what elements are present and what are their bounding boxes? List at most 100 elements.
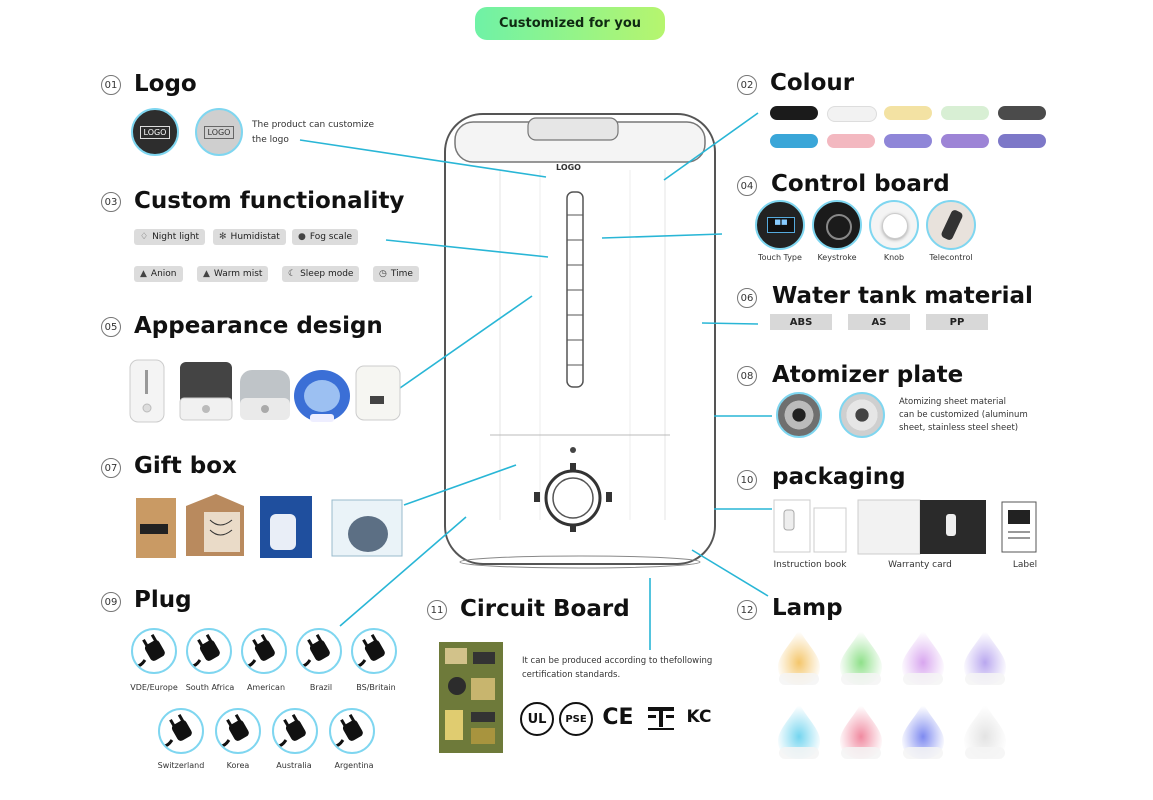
- plug-icon: [296, 628, 342, 674]
- logo-description-line2: the logo: [252, 135, 289, 145]
- plug-caption-vde: VDE/Europe: [130, 683, 178, 692]
- chip-humidistat-label: Humidistat: [230, 232, 280, 242]
- giftbox-section-number: 07: [101, 458, 121, 478]
- lamp-color-sample: [964, 703, 1006, 759]
- atomizer-description-line2: can be customized (aluminum: [899, 410, 1028, 420]
- plug-icon: [351, 628, 397, 674]
- plug-caption-south-africa: South Africa: [185, 683, 235, 692]
- material-as: AS: [848, 314, 910, 330]
- chip-sleep-mode: ☾Sleep mode: [282, 266, 360, 282]
- plug-section-number: 09: [101, 592, 121, 612]
- drops-icon: ●: [298, 232, 306, 242]
- plug-icon: [241, 628, 287, 674]
- moon-icon: ☾: [288, 269, 297, 279]
- logo-section-number: 01: [101, 75, 121, 95]
- plug-icon: [215, 708, 261, 754]
- plug-icon: [186, 628, 232, 674]
- packaging-caption-instruction: Instruction book: [773, 560, 847, 570]
- flame-icon: ▲: [203, 269, 210, 279]
- kc-certification-mark: KC: [686, 707, 712, 727]
- appearance-section-number: 05: [101, 317, 121, 337]
- chip-time-label: Time: [390, 269, 413, 279]
- control-caption-keystroke: Keystroke: [817, 253, 857, 262]
- control-section-title: Control board: [771, 171, 950, 197]
- chip-anion: ▲Anion: [134, 266, 183, 282]
- circuit-section-title: Circuit Board: [460, 596, 630, 622]
- control-caption-telecontrol: Telecontrol: [929, 253, 973, 262]
- plug-icon: [329, 708, 375, 754]
- circuit-description: It can be produced according to thefollo…: [522, 654, 712, 682]
- logo-light-sample: LOGO: [195, 108, 243, 156]
- plug-section-title: Plug: [134, 587, 192, 613]
- remote-icon: [940, 208, 964, 242]
- plug-caption-britain: BS/Britain: [356, 683, 396, 692]
- chip-night-light: ♢Night light: [134, 229, 206, 245]
- packaging-caption-label: Label: [1012, 560, 1038, 570]
- chip-humidistat: ✻Humidistat: [213, 229, 286, 245]
- chip-warm-mist-label: Warm mist: [213, 269, 263, 279]
- keystroke-panel: [812, 200, 862, 250]
- packaging-caption-warranty: Warranty card: [888, 560, 952, 570]
- colour-section-title: Colour: [770, 70, 855, 96]
- logo-dark-sample-text: LOGO: [139, 125, 171, 139]
- plug-icon: [131, 628, 177, 674]
- lamp-color-sample: [840, 703, 882, 759]
- chip-anion-label: Anion: [150, 269, 177, 279]
- tank-section-title: Water tank material: [772, 283, 1033, 309]
- lamp-color-sample: [840, 629, 882, 685]
- lamp-color-sample: [902, 703, 944, 759]
- appearance-section-title: Appearance design: [134, 313, 383, 339]
- control-section-number: 04: [737, 176, 757, 196]
- colour-swatch: [770, 106, 818, 120]
- function-section-number: 03: [101, 192, 121, 212]
- chip-fog-scale-label: Fog scale: [309, 232, 352, 242]
- product-logo-text: LOGO: [556, 163, 581, 172]
- touch-type-panel: ■■: [755, 200, 805, 250]
- knob-icon: [882, 213, 908, 239]
- function-section-title: Custom functionality: [134, 188, 405, 214]
- logo-description: The product can customize the logo: [252, 118, 374, 148]
- material-pp: PP: [926, 314, 988, 330]
- colour-swatch: [827, 134, 875, 148]
- giftbox-section-title: Gift box: [134, 453, 237, 479]
- control-caption-touch: Touch Type: [758, 253, 802, 262]
- packaging-section-title: packaging: [772, 464, 906, 490]
- clock-icon: ◷: [379, 269, 387, 279]
- colour-swatch: [884, 134, 932, 148]
- plug-caption-australia: Australia: [276, 761, 312, 770]
- lamp-color-sample: [778, 703, 820, 759]
- packaging-samples: [773, 499, 1037, 555]
- circuit-section-number: 11: [427, 600, 447, 620]
- knob-panel: [869, 200, 919, 250]
- colour-swatch: [884, 106, 932, 120]
- atomizer-description-line1: Atomizing sheet material: [899, 397, 1006, 407]
- keypad-icon: [826, 214, 852, 240]
- atomizer-section-title: Atomizer plate: [772, 362, 964, 388]
- packaging-section-number: 10: [737, 470, 757, 490]
- logo-description-line1: The product can customize: [252, 120, 375, 130]
- atomizer-aluminum-sample: [776, 392, 822, 438]
- atomizer-section-number: 08: [737, 366, 757, 386]
- colour-swatch: [770, 134, 818, 148]
- tank-section-number: 06: [737, 288, 757, 308]
- lamp-color-sample: [964, 629, 1006, 685]
- ce-certification-mark: CE: [602, 704, 634, 730]
- bell-icon: ♢: [140, 232, 149, 242]
- logo-section-title: Logo: [134, 71, 197, 97]
- logo-dark-sample: LOGO: [131, 108, 179, 156]
- colour-swatch: [941, 106, 989, 120]
- lamp-color-sample: [778, 629, 820, 685]
- lamp-color-sample: [902, 629, 944, 685]
- colour-swatch: [827, 106, 877, 122]
- customized-banner: Customized for you: [475, 7, 665, 40]
- plug-caption-argentina: Argentina: [334, 761, 374, 770]
- plug-icon: [272, 708, 318, 754]
- plug-caption-brazil: Brazil: [309, 683, 333, 692]
- control-caption-knob: Knob: [883, 253, 905, 262]
- humidifier-illustration: [444, 113, 716, 569]
- circuit-board-image: [439, 642, 503, 753]
- anion-icon: ▲: [140, 269, 147, 279]
- plug-icon: [158, 708, 204, 754]
- plug-caption-korea: Korea: [226, 761, 250, 770]
